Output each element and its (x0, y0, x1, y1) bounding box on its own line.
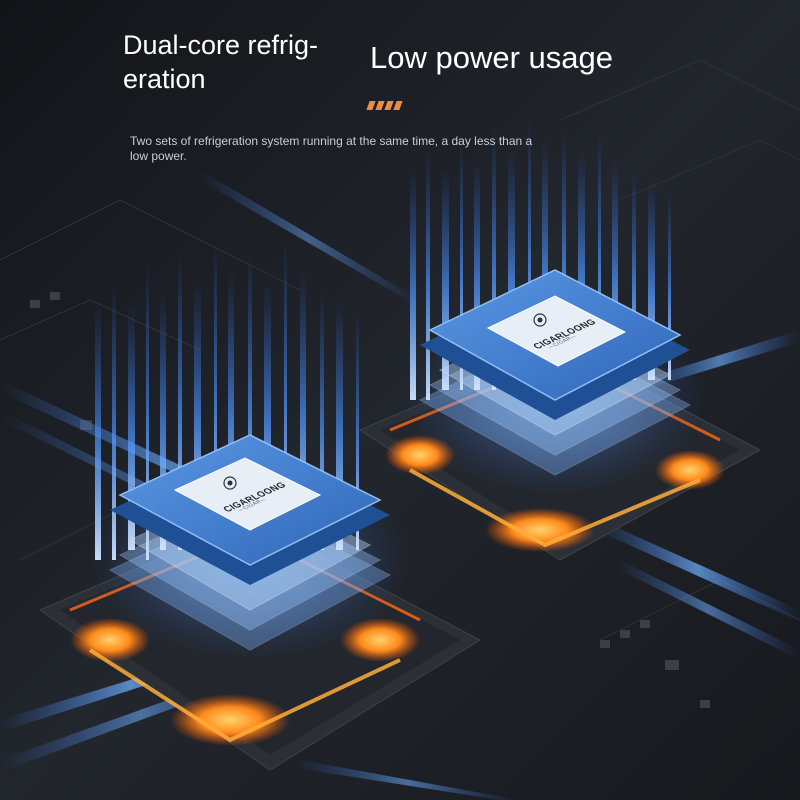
left-chip-assembly (38, 240, 482, 771)
right-chip-label-plate (486, 295, 627, 367)
chip-logo-icon (223, 476, 237, 490)
right-chip-assembly (358, 120, 762, 561)
left-cooling-beams (95, 240, 359, 560)
left-chip-label-plate (173, 457, 322, 531)
right-cooling-beams (410, 120, 671, 400)
chip-logo-icon (533, 313, 547, 327)
